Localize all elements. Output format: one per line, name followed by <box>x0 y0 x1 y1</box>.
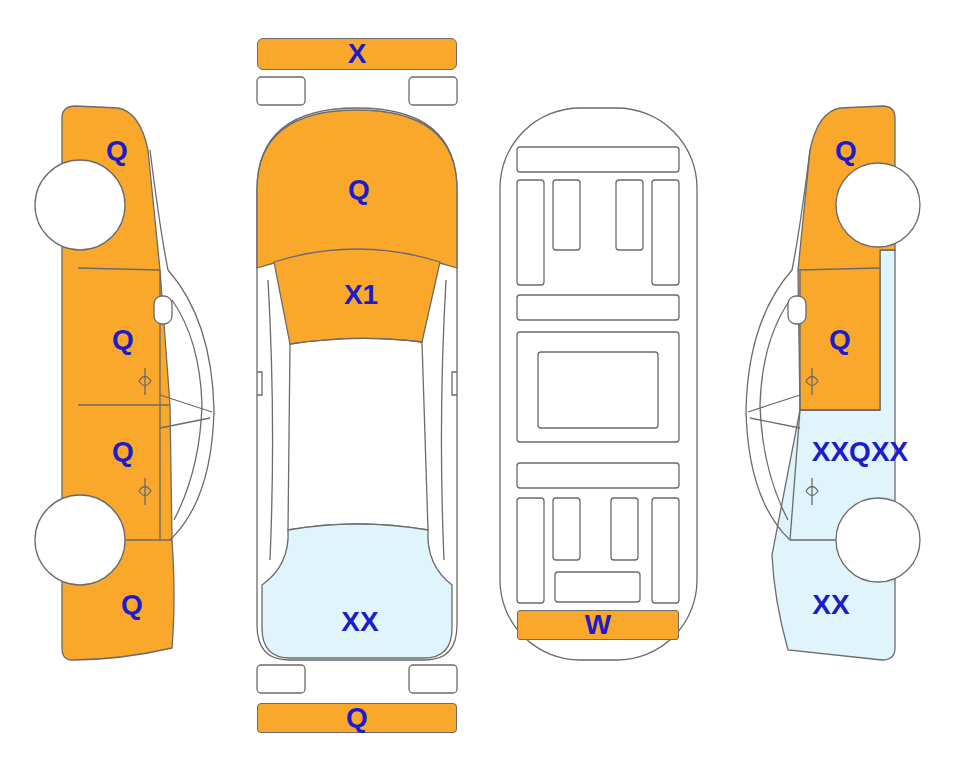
underbody-part <box>553 498 580 560</box>
top-body-outline <box>257 108 457 660</box>
underbody-part <box>553 180 580 250</box>
left-mirror <box>154 296 172 324</box>
underbody-part <box>611 498 638 560</box>
taillight <box>257 665 305 693</box>
right-front-fender-region: Q <box>832 135 860 167</box>
left-front-door-region: Q <box>109 324 137 356</box>
left-rear-wheel <box>35 495 125 585</box>
headlight <box>409 77 457 105</box>
right-rear-door-region: XXQXX <box>809 436 911 468</box>
damage-code: W <box>585 611 611 639</box>
underbody-part <box>555 572 640 602</box>
right-rear-quarter-region: XX <box>809 589 852 621</box>
windshield-paint <box>274 249 440 344</box>
damage-code: XXQXX <box>812 438 908 466</box>
taillight <box>409 665 457 693</box>
underbody-part <box>517 463 679 488</box>
underbody-part <box>538 352 658 428</box>
right-door-handle <box>806 368 818 505</box>
left-pillar <box>160 395 212 428</box>
underbody-part <box>517 180 544 285</box>
windshield-region: X1 <box>341 279 381 311</box>
right-front-wheel <box>836 163 920 247</box>
damage-code: Q <box>346 704 368 732</box>
left-door-handle <box>139 368 151 505</box>
side-window-line <box>268 280 446 560</box>
right-rear-wheel <box>836 498 920 582</box>
right-side-paint <box>798 106 895 410</box>
damage-code: XX <box>341 608 378 636</box>
rear-glass-region: XX <box>338 606 381 638</box>
left-rear-door-region: Q <box>109 436 137 468</box>
rear-bumper-region: Q <box>257 703 457 733</box>
left-front-wheel <box>35 160 125 250</box>
mirror <box>257 372 457 395</box>
damage-code: X <box>348 40 367 68</box>
damage-code: Q <box>112 438 134 466</box>
damage-code: Q <box>835 137 857 165</box>
front-bumper-region: X <box>257 38 457 70</box>
underbody-part <box>652 180 679 285</box>
underbody-part <box>517 332 679 442</box>
damage-code: Q <box>106 137 128 165</box>
damage-code: Q <box>112 326 134 354</box>
rear-glass-paint <box>262 524 452 658</box>
left-rear-quarter-region: Q <box>118 589 146 621</box>
damage-code: Q <box>121 591 143 619</box>
underbody-part <box>517 498 544 603</box>
right-mirror <box>788 296 806 324</box>
underbody-panel-region: W <box>517 610 679 640</box>
hood-paint <box>257 110 457 268</box>
damage-code: Q <box>348 176 370 204</box>
right-front-door-region: Q <box>826 324 854 356</box>
damage-code: XX <box>812 591 849 619</box>
damage-code: Q <box>829 326 851 354</box>
underbody-part <box>616 180 643 250</box>
roof-outline <box>288 338 428 530</box>
damage-code: X1 <box>344 281 378 309</box>
headlight <box>257 77 305 105</box>
right-pillar <box>748 395 800 428</box>
underbody-part <box>517 295 679 320</box>
right-window-line <box>760 300 790 520</box>
underbody-outline <box>500 108 697 660</box>
underbody-part <box>652 498 679 603</box>
left-window-line <box>172 300 202 520</box>
underbody-part <box>517 147 679 172</box>
hood-region: Q <box>345 174 373 206</box>
left-front-fender-region: Q <box>103 135 131 167</box>
